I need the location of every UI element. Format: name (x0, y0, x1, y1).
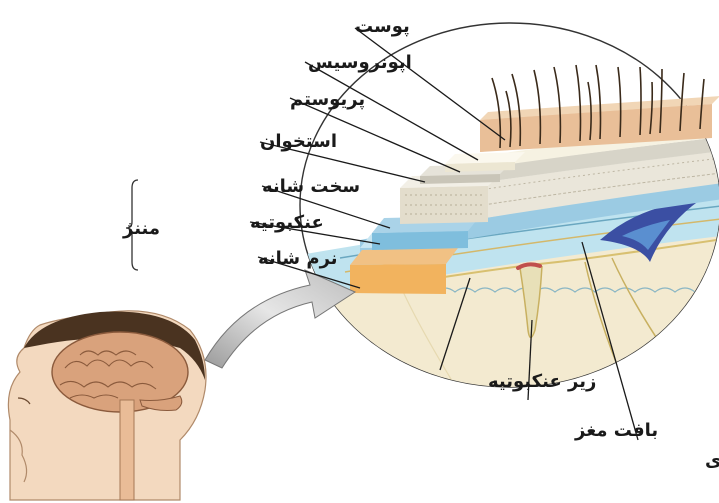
label-meninges: مننژ (122, 218, 160, 239)
head-illustration (8, 311, 206, 500)
label-subarachnoid: زیر عنکبوتیه (488, 371, 596, 392)
label-brain-tissue: بافت مغز (574, 420, 658, 441)
label-pia: نرم شانه (258, 248, 338, 269)
label-bone: استخوان (260, 131, 337, 152)
label-skin: پوست (355, 16, 410, 37)
label-periosteum: پریوستم (290, 89, 365, 110)
label-arachnoid: عنکبوتیه (250, 212, 324, 233)
zoom-arrow (205, 270, 355, 368)
label-dura: سخت شانه (262, 176, 360, 197)
label-aponeurosis: اپونروسیس (308, 52, 412, 73)
